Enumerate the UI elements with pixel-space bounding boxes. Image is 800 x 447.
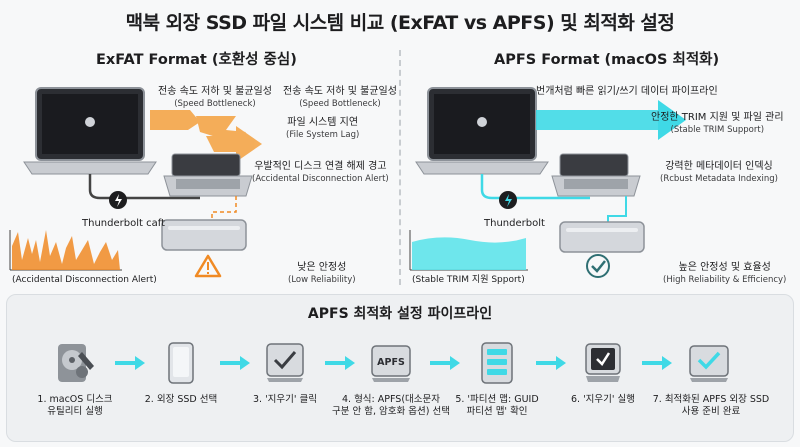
page-title: 맥북 외장 SSD 파일 시스템 비교 (ExFAT vs APFS) 및 최적… <box>125 12 675 34</box>
exfat-graph-label: (Accidental Disconnection Alert) <box>12 275 157 285</box>
warning-icon <box>194 254 222 278</box>
external-ssd-icon <box>559 221 645 253</box>
pipeline-title: APFS 최적화 설정 파이프라인 <box>307 306 493 322</box>
exfat-thunderbolt-label: Thunderbolt caft <box>82 218 165 229</box>
external-ssd-icon <box>161 219 247 251</box>
fast-arrow-icon <box>536 100 686 140</box>
exfat-disconnect-label: 우발적인 디스크 연결 해제 경고(Accidental Disconnecti… <box>252 161 389 184</box>
apfs-metadata-label: 강력한 메타데이터 인덱싱(Rcbust Metadata Indexing) <box>660 161 778 184</box>
stable-speed-graph <box>409 230 528 271</box>
exfat-reliability-label: 낮은 안정성(Low Reliability) <box>288 262 356 285</box>
panel-divider <box>399 50 401 285</box>
disk-utility-icon <box>58 344 94 382</box>
apfs-badge: APFS <box>377 357 405 368</box>
laptop-small-icon <box>163 153 253 197</box>
step-arrow-icon <box>325 356 355 370</box>
macbook-laptop-icon <box>415 87 549 175</box>
checkmark-drive-icon <box>266 343 304 382</box>
ready-drive-icon <box>689 345 729 382</box>
step-arrow-icon <box>536 356 566 370</box>
broken-arrow-icon <box>150 110 262 162</box>
apfs-drive-icon <box>371 345 411 382</box>
macbook-laptop-icon <box>23 87 157 175</box>
ssd-icon <box>168 342 194 384</box>
apfs-thunderbolt-label: Thunderbolt <box>484 218 545 229</box>
step-6-label: 6. '지우기' 실행 <box>570 394 636 405</box>
check-circle-icon <box>586 254 610 278</box>
step-arrow-icon <box>430 356 460 370</box>
laptop-small-icon <box>551 153 641 197</box>
apfs-trim-label: 안정한 TRIM 지원 및 파일 관리(Stable TRIM Support) <box>651 112 784 135</box>
apfs-fast-label: 번개처럼 빠른 읽기/쓰기 데이터 파이프라인 <box>536 86 718 97</box>
apfs-graph-label: (Stable TRIM 지원 Spport) <box>412 275 525 285</box>
exfat-heading: ExFAT Format (호환성 중심) <box>96 52 297 68</box>
apfs-heading: APFS Format (macOS 최적화) <box>494 52 720 68</box>
step-arrow-icon <box>115 356 145 370</box>
exfat-speed-label-1: 전송 속도 저하 및 불균일성(Speed Bottleneck) <box>158 86 272 109</box>
step-arrow-icon <box>220 356 250 370</box>
exfat-illustration <box>9 87 262 278</box>
apfs-illustration <box>409 87 686 278</box>
unstable-speed-graph <box>9 230 122 271</box>
step-2-label: 2. 외장 SSD 선택 <box>144 394 218 405</box>
erase-check-icon <box>585 343 621 382</box>
exfat-speed-label-2: 전송 속도 저하 및 불균일성(Speed Bottleneck) <box>283 86 397 109</box>
apfs-reliability-label: 높은 안정성 및 효율성(High Reliability & Efficien… <box>663 262 787 285</box>
step-arrow-icon <box>642 356 672 370</box>
step-3-label: 3. '지우기' 클릭 <box>252 394 318 405</box>
partition-map-icon <box>481 342 513 384</box>
exfat-lag-label: 파일 시스템 지연(File System Lag) <box>286 117 360 140</box>
